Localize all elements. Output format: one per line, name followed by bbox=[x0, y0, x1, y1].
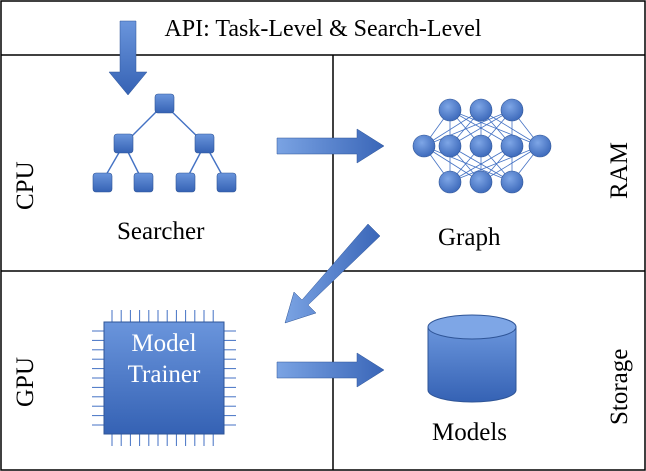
graph-to-trainer-arrow bbox=[284, 223, 381, 324]
cpu-label: CPU bbox=[12, 161, 39, 210]
network-node bbox=[469, 98, 493, 122]
network-edge bbox=[449, 109, 541, 147]
network-node bbox=[412, 134, 436, 158]
storage-label: Storage bbox=[606, 348, 633, 425]
network-edge bbox=[480, 109, 541, 147]
model-trainer-chip-icon bbox=[92, 310, 236, 446]
models-cylinder-icon bbox=[427, 314, 517, 403]
trainer-to-models-arrow bbox=[276, 352, 385, 388]
models-label: Models bbox=[432, 419, 507, 446]
searcher-tree-icon bbox=[92, 93, 237, 193]
network-node bbox=[500, 134, 524, 158]
model-trainer-label-line1: Model bbox=[131, 330, 197, 357]
network-node bbox=[438, 134, 462, 158]
network-node bbox=[438, 98, 462, 122]
model-trainer-label: Model Trainer bbox=[110, 328, 218, 390]
network-edge bbox=[480, 145, 541, 183]
network-edge bbox=[449, 109, 513, 147]
graph-network-icon bbox=[412, 98, 552, 194]
network-edge bbox=[449, 145, 541, 183]
network-edge bbox=[423, 145, 513, 183]
network-node bbox=[469, 134, 493, 158]
searcher-to-graph-arrow bbox=[276, 128, 385, 164]
network-node bbox=[500, 170, 524, 194]
network-edge bbox=[423, 109, 513, 147]
api-down-arrow bbox=[108, 20, 148, 96]
model-trainer-label-line2: Trainer bbox=[127, 361, 201, 388]
network-edge bbox=[449, 145, 513, 183]
network-node bbox=[469, 170, 493, 194]
searcher-label: Searcher bbox=[117, 218, 205, 245]
graph-label: Graph bbox=[438, 224, 501, 251]
ram-label: RAM bbox=[606, 142, 633, 199]
network-node bbox=[528, 134, 552, 158]
network-node bbox=[500, 98, 524, 122]
gpu-label: GPU bbox=[12, 356, 39, 407]
api-label: API: Task-Level & Search-Level bbox=[164, 16, 482, 42]
network-node bbox=[438, 170, 462, 194]
